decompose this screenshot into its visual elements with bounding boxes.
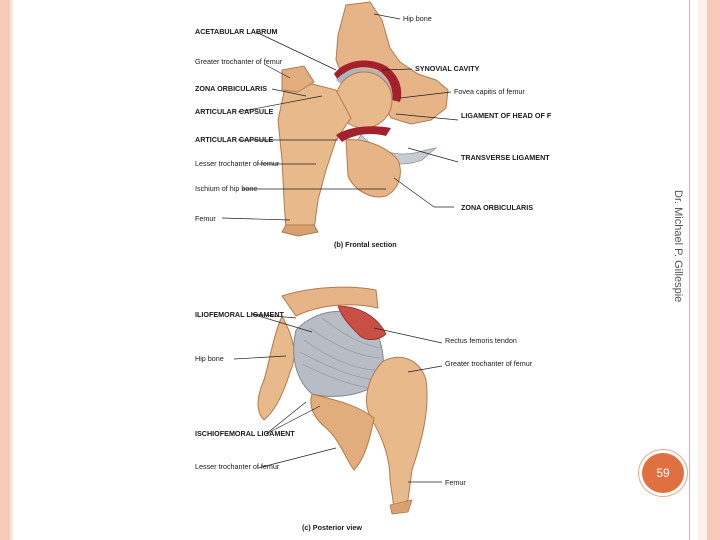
label-ischiofemoral-ligament: ISCHIOFEMORAL LIGAMENT [195, 429, 295, 438]
label-ligament-head-femur: LIGAMENT OF HEAD OF FEMUR [461, 111, 551, 120]
slide-border-right [707, 0, 720, 540]
label-lesser-trochanter-posterior: Lesser trochanter of femur [195, 462, 280, 471]
ligament-fibers [299, 317, 383, 389]
hip-bone-posterior-shape [257, 314, 295, 421]
label-transverse-ligament: TRANSVERSE LIGAMENT OF ACETABULUM [461, 153, 551, 162]
label-zona-orbicularis-left: ZONA ORBICULARIS [195, 84, 267, 93]
label-fovea-capitis: Fovea capitis of femur [454, 87, 525, 96]
slide-border-left [0, 0, 10, 540]
femur-cut-shape [281, 224, 319, 237]
hip-joint-illustration: ACETABULAR LABRUM Greater trochanter of … [195, 1, 551, 532]
label-hip-bone-posterior: Hip bone [195, 354, 224, 363]
slide-rule-right [689, 0, 690, 540]
label-lesser-trochanter-frontal: Lesser trochanter of femur [195, 159, 280, 168]
label-rectus-femoris: Rectus femoris tendon [445, 336, 517, 345]
ischium-shape [345, 139, 401, 198]
caption-posterior-view: (c) Posterior view [302, 523, 362, 532]
label-hip-bone-frontal: Hip bone [403, 14, 432, 23]
label-acetabular-labrum: ACETABULAR LABRUM [195, 27, 278, 36]
label-femur-posterior: Femur [445, 478, 466, 487]
lesser-trochanter-shape [310, 393, 375, 471]
label-femur-frontal: Femur [195, 214, 216, 223]
ilium-shape [281, 286, 379, 317]
label-greater-trochanter-posterior: Greater trochanter of femur [445, 359, 533, 368]
slide-inner-left [10, 0, 13, 540]
capsule-red-band [336, 126, 391, 142]
frontal-section-drawing [277, 1, 449, 237]
femur-posterior-cut-shape [389, 499, 413, 515]
label-synovial-cavity: SYNOVIAL CAVITY [415, 64, 480, 73]
label-greater-trochanter: Greater trochanter of femur [195, 57, 283, 66]
femur-posterior-shape [366, 356, 428, 509]
label-articular-capsule-2: ARTICULAR CAPSULE [195, 135, 273, 144]
slide-inner-right [698, 0, 707, 540]
author-credit: Dr. Michael P. Gillespie [672, 190, 684, 303]
label-ischium: Ischium of hip bone [195, 184, 257, 193]
page-number-badge: 59 [642, 453, 684, 493]
caption-frontal-section: (b) Frontal section [334, 240, 397, 249]
label-articular-capsule-1: ARTICULAR CAPSULE [195, 107, 273, 116]
frontal-leader-lines [221, 13, 459, 221]
label-iliofemoral-ligament: ILIOFEMORAL LIGAMENT [195, 310, 285, 319]
greater-trochanter-shape [281, 65, 315, 93]
posterior-view-drawing [257, 286, 428, 515]
rectus-femoris-tendon-shape [337, 305, 387, 340]
label-zona-orbicularis-right: ZONA ORBICULARIS [461, 203, 533, 212]
posterior-leader-lines [233, 313, 443, 483]
synovial-cavity-shape [334, 60, 402, 102]
hip-joint-figure: ACETABULAR LABRUM Greater trochanter of … [186, 0, 551, 540]
